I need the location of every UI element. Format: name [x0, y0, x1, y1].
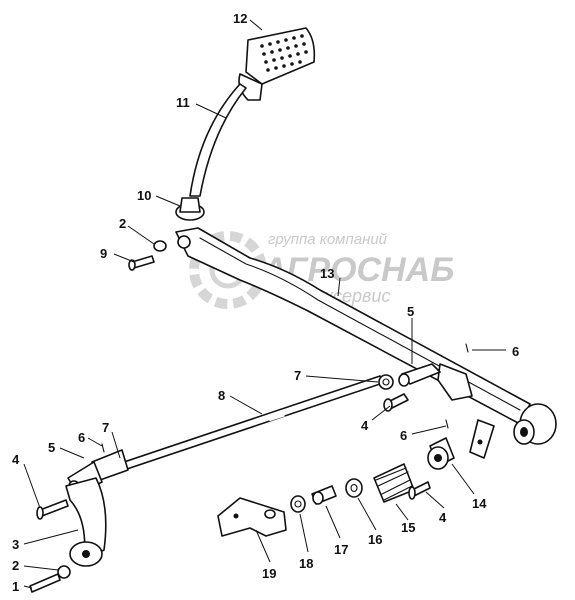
rod-nut-right: [378, 374, 394, 390]
watermark-line1: группа компаний: [268, 231, 388, 248]
spring: [373, 463, 415, 503]
pedal-pad: [238, 27, 316, 101]
callout-16: 16: [368, 532, 382, 547]
callout-5-left: 5: [48, 440, 55, 455]
callout-7-left: 7: [102, 420, 109, 435]
bottom-bolt: [29, 565, 71, 593]
callout-2-top: 2: [119, 216, 126, 231]
callout-14: 14: [472, 496, 487, 511]
right-cotter-pin-top: [465, 343, 469, 353]
adjusting-screw: [311, 485, 337, 505]
callout-10: 10: [137, 188, 151, 203]
callout-15: 15: [401, 520, 415, 535]
top-bolt: [128, 240, 167, 271]
lever-bracket: [398, 363, 473, 401]
callout-1: 1: [12, 579, 19, 594]
callout-6-left: 6: [78, 430, 85, 445]
callout-17: 17: [334, 542, 348, 557]
left-lever: [65, 477, 107, 567]
callout-18: 18: [299, 556, 313, 571]
callout-11: 11: [176, 95, 190, 110]
callout-4-middle: 4: [361, 418, 369, 433]
left-cotter-pin: [101, 443, 105, 453]
callout-9: 9: [100, 246, 107, 261]
middle-bolt: [383, 393, 409, 412]
callout-13: 13: [320, 266, 334, 281]
connecting-rod: [123, 375, 384, 470]
right-cotter-pin-lower: [445, 419, 449, 429]
callout-4-left: 4: [12, 452, 20, 467]
callout-19: 19: [262, 566, 276, 581]
pedal-base: [175, 197, 205, 221]
callout-2-bottom: 2: [12, 558, 19, 573]
pedal-arm: [189, 83, 247, 197]
spring-washer: [345, 478, 363, 498]
locknut: [290, 495, 306, 513]
callout-7-right: 7: [294, 368, 301, 383]
bracket-plate: [217, 497, 287, 537]
callout-8: 8: [218, 388, 225, 403]
callout-6-right-lower: 6: [400, 428, 407, 443]
callout-5-right: 5: [407, 304, 414, 319]
callout-6-right-top: 6: [512, 344, 519, 359]
callout-12: 12: [233, 11, 247, 26]
right-bolt: [408, 481, 431, 500]
callout-4-right: 4: [439, 510, 447, 525]
callout-3: 3: [12, 537, 19, 552]
left-bolt: [36, 499, 69, 520]
callout-labels: 12 11 10 2 9 13 5 6 7 8 4 6 7 6 5 4 3 2 …: [12, 11, 519, 594]
leader-lines: [23, 19, 506, 589]
bushing: [427, 437, 455, 470]
